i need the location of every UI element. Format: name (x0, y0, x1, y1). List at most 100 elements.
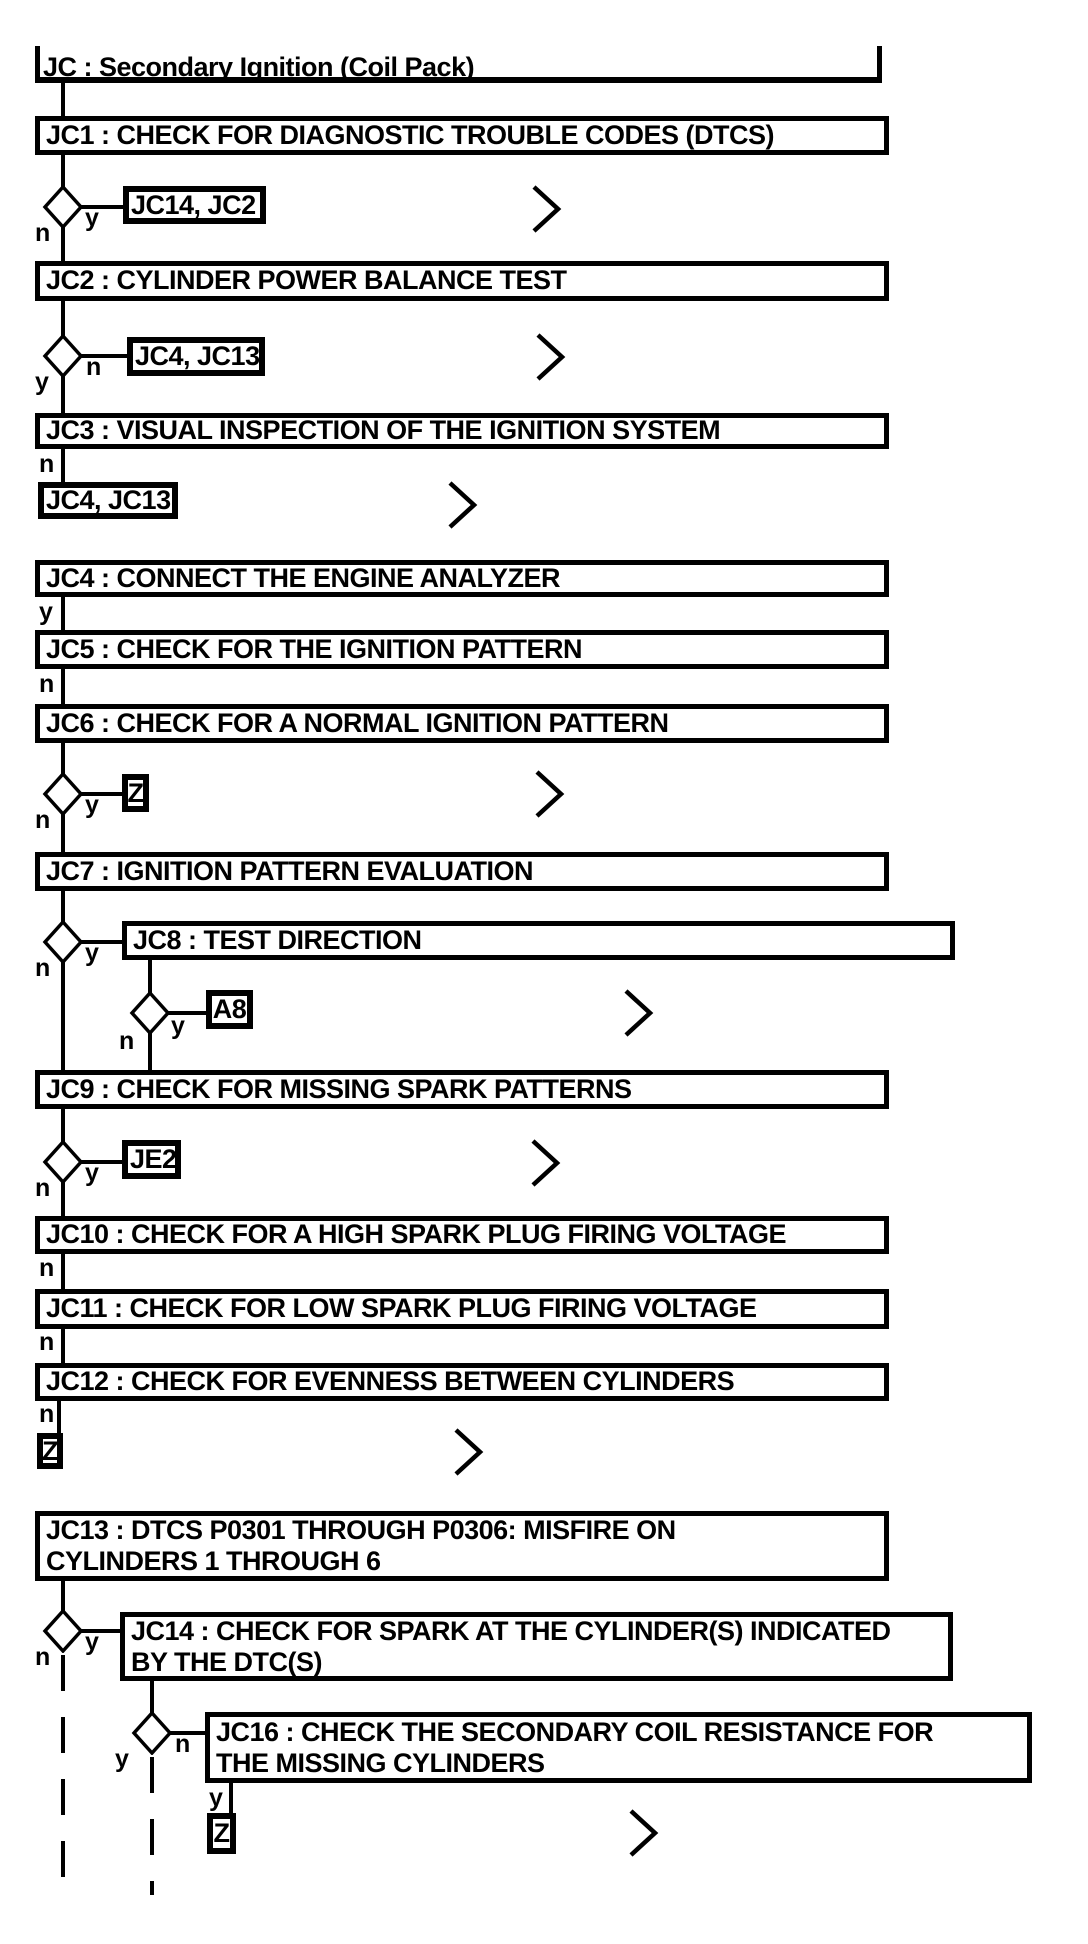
chevron-right-icon[interactable] (451, 1425, 485, 1479)
step-label: JC7 : IGNITION PATTERN EVALUATION (46, 855, 534, 886)
ref-box-z-1[interactable]: Z (122, 774, 149, 812)
step-box-jc9[interactable]: JC9 : CHECK FOR MISSING SPARK PATTERNS (35, 1070, 889, 1109)
ref-box-jc4-jc13-b[interactable]: JC4, JC13 (38, 482, 178, 519)
branch-label-no: n (39, 670, 55, 698)
connector-line (61, 83, 65, 116)
decision-diamond-jc14 (131, 1711, 173, 1755)
step-label: JC10 : CHECK FOR A HIGH SPARK PLUG FIRIN… (46, 1219, 787, 1250)
step-box-jc13[interactable]: JC13 : DTCS P0301 THROUGH P0306: MISFIRE… (35, 1511, 889, 1581)
connector-line (61, 813, 65, 852)
ref-label: Z (127, 777, 145, 808)
chevron-right-icon[interactable] (529, 182, 563, 236)
connector-line (80, 1629, 120, 1633)
connector-line (61, 891, 65, 924)
ref-box-je2[interactable]: JE2 (122, 1140, 181, 1179)
step-label-line1: JC16 : CHECK THE SECONDARY COIL RESISTAN… (216, 1716, 934, 1747)
step-label: JC4 : CONNECT THE ENGINE ANALYZER (46, 562, 561, 593)
decision-diamond-jc8 (129, 991, 171, 1035)
connector-line (150, 1681, 154, 1715)
step-box-jc11[interactable]: JC11 : CHECK FOR LOW SPARK PLUG FIRING V… (35, 1289, 889, 1329)
ref-label: Z (42, 1435, 59, 1466)
step-label: JC12 : CHECK FOR EVENNESS BETWEEN CYLIND… (46, 1366, 735, 1397)
step-label: JC1 : CHECK FOR DIAGNOSTIC TROUBLE CODES… (46, 119, 775, 150)
step-box-jc14[interactable]: JC14 : CHECK FOR SPARK AT THE CYLINDER(S… (120, 1612, 953, 1681)
branch-label-yes: y (209, 1784, 223, 1812)
connector-line (61, 375, 65, 413)
step-box-jc16[interactable]: JC16 : CHECK THE SECONDARY COIL RESISTAN… (205, 1712, 1032, 1783)
ref-box-jc14-jc2[interactable]: JC14, JC2 (123, 186, 266, 224)
connector-line (169, 1731, 205, 1735)
connector-line (61, 669, 65, 704)
branch-label-no: n (86, 353, 102, 381)
connector-line (80, 940, 122, 944)
ref-label: JE2 (130, 1144, 177, 1174)
step-box-jc3[interactable]: JC3 : VISUAL INSPECTION OF THE IGNITION … (35, 413, 889, 449)
connector-line-dashed (150, 1757, 154, 1895)
connector-line (61, 1254, 65, 1289)
connector-line (61, 1181, 65, 1216)
connector-line (61, 155, 65, 189)
branch-label-no: n (39, 1400, 55, 1428)
branch-label-no: n (35, 1643, 51, 1671)
branch-label-yes: y (85, 204, 99, 232)
step-box-jc7[interactable]: JC7 : IGNITION PATTERN EVALUATION (35, 852, 889, 891)
ref-box-z-2[interactable]: Z (37, 1433, 63, 1469)
page-title: JC : Secondary Ignition (Coil Pack) (43, 52, 475, 82)
connector-line (61, 301, 65, 338)
branch-label-yes: y (115, 1745, 129, 1773)
ref-box-a8[interactable]: A8 (206, 990, 253, 1029)
branch-label-no: n (39, 1254, 55, 1282)
branch-label-no: n (39, 450, 55, 478)
branch-label-yes: y (85, 939, 99, 967)
connector-line (229, 1783, 233, 1813)
branch-label-yes: y (35, 368, 49, 396)
step-label: JC5 : CHECK FOR THE IGNITION PATTERN (46, 633, 583, 664)
step-label-line2: BY THE DTC(S) (131, 1646, 323, 1677)
connector-line (167, 1011, 206, 1015)
connector-line (80, 205, 123, 209)
ref-label: JC14, JC2 (131, 189, 256, 220)
branch-label-yes: y (85, 791, 99, 819)
connector-line (61, 449, 65, 482)
ref-box-z-3[interactable]: Z (207, 1813, 236, 1854)
connector-line-dashed (61, 1655, 65, 1895)
branch-label-yes: y (85, 1159, 99, 1187)
step-box-jc8[interactable]: JC8 : TEST DIRECTION (122, 921, 955, 960)
connector-line (57, 1401, 61, 1433)
ref-label: JC4, JC13 (135, 341, 260, 371)
chevron-right-icon[interactable] (532, 767, 566, 821)
connector-line (61, 226, 65, 261)
ref-label: Z (213, 1818, 231, 1848)
connector-line (61, 961, 65, 1070)
ref-label: A8 (212, 994, 247, 1024)
chevron-right-icon[interactable] (533, 330, 567, 384)
branch-label-no: n (119, 1027, 135, 1055)
step-label-line2: CYLINDERS 1 THROUGH 6 (46, 1546, 381, 1576)
step-box-jc5[interactable]: JC5 : CHECK FOR THE IGNITION PATTERN (35, 630, 889, 669)
connector-line (61, 597, 65, 630)
branch-label-yes: y (171, 1012, 185, 1040)
chevron-right-icon[interactable] (445, 478, 479, 532)
chevron-right-icon[interactable] (621, 986, 655, 1040)
title-box-left-edge (35, 46, 40, 83)
chevron-right-icon[interactable] (626, 1806, 660, 1860)
step-label: JC9 : CHECK FOR MISSING SPARK PATTERNS (46, 1073, 632, 1104)
ref-box-jc4-jc13-a[interactable]: JC4, JC13 (127, 337, 265, 376)
step-label: JC3 : VISUAL INSPECTION OF THE IGNITION … (46, 415, 721, 446)
step-label-line1: JC13 : DTCS P0301 THROUGH P0306: MISFIRE… (46, 1515, 676, 1545)
step-box-jc10[interactable]: JC10 : CHECK FOR A HIGH SPARK PLUG FIRIN… (35, 1216, 889, 1254)
step-box-jc4[interactable]: JC4 : CONNECT THE ENGINE ANALYZER (35, 560, 889, 597)
branch-label-no: n (35, 1174, 51, 1202)
step-label: JC2 : CYLINDER POWER BALANCE TEST (46, 265, 567, 296)
decision-diamond-jc13 (42, 1609, 84, 1653)
step-box-jc1[interactable]: JC1 : CHECK FOR DIAGNOSTIC TROUBLE CODES… (35, 116, 889, 155)
step-box-jc6[interactable]: JC6 : CHECK FOR A NORMAL IGNITION PATTER… (35, 704, 889, 743)
connector-line (61, 743, 65, 776)
step-box-jc12[interactable]: JC12 : CHECK FOR EVENNESS BETWEEN CYLIND… (35, 1363, 889, 1401)
connector-line (148, 958, 152, 995)
branch-label-no: n (35, 954, 51, 982)
chevron-right-icon[interactable] (528, 1136, 562, 1190)
branch-label-no: n (35, 806, 51, 834)
step-box-jc2[interactable]: JC2 : CYLINDER POWER BALANCE TEST (35, 261, 889, 301)
